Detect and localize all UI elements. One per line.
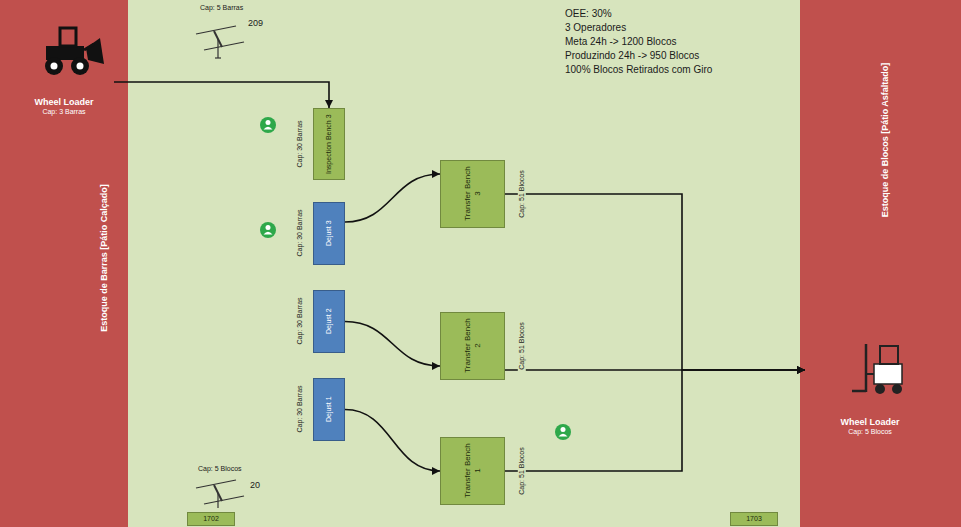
crane-hook: [215, 57, 221, 58]
kpi-note: 3 Operadores: [565, 22, 626, 34]
forklift-icon: [852, 344, 902, 394]
flow-arrow: [345, 410, 440, 472]
loader-wheel: [45, 57, 63, 75]
node-title: Transfer Bench 1: [463, 443, 482, 499]
flow-arrow: [505, 194, 805, 370]
marker-head: [266, 120, 271, 125]
transfer-bench: Transfer Bench 3: [440, 160, 505, 228]
area-tag: 1703: [730, 512, 778, 526]
crane-hook: [217, 493, 218, 508]
process-box: Dejust 1: [313, 378, 345, 441]
kpi-note: Produzindo 24h -> 950 Blocos: [565, 50, 699, 62]
storage-band: Estoque de Barras [Pátio Calçado] Wheel L…: [0, 0, 128, 527]
forklift-body: [874, 364, 902, 384]
capacity-label: Cap: 5 Blocos: [198, 465, 242, 473]
forklift-wheel: [875, 384, 885, 394]
node-title: 1703: [746, 515, 762, 523]
node-title: Dejust 1: [325, 397, 333, 423]
node-title: Dejust 3: [325, 221, 333, 247]
crane-rail: [204, 42, 244, 50]
forklift-cab: [880, 346, 898, 364]
loader-wheel: [71, 57, 89, 75]
node-title: Wheel Loader: [840, 417, 899, 428]
loader-hub: [77, 63, 84, 70]
crane-rail: [204, 496, 244, 504]
node-title: Dejust 2: [325, 309, 333, 335]
flow-arrow: [345, 322, 440, 367]
forklift-link: [866, 373, 874, 375]
node-title: 1702: [203, 515, 219, 523]
kpi-note: Meta 24h -> 1200 Blocos: [565, 36, 676, 48]
marker-disc: [260, 222, 276, 238]
inspection-bench: Inspection Bench 3: [313, 108, 345, 180]
node-title: Estoque de Blocos [Pátio Asfaltado]: [880, 60, 891, 220]
loader-hub: [51, 63, 58, 70]
crane-icon: [196, 26, 244, 58]
marker-body: [264, 127, 273, 130]
equipment-number: 20: [250, 480, 260, 491]
marker-disc: [260, 117, 276, 133]
crane-hook: [217, 39, 218, 58]
marker-head: [561, 427, 566, 432]
wheel-loader-icon: [45, 28, 104, 75]
node-title: Estoque de Barras [Pátio Calçado]: [99, 183, 110, 333]
capacity-label: Cap: 51 Blocos: [518, 168, 526, 219]
marker-body: [559, 434, 568, 437]
forklift-fork: [852, 390, 866, 393]
kpi-note: OEE: 30%: [565, 8, 612, 20]
node-detail: Cap: 5 Blocos: [848, 428, 892, 436]
flow-arrow: [505, 370, 805, 471]
wheel-loader: Wheel LoaderCap: 5 Blocos: [805, 340, 935, 440]
process-box: Dejust 3: [313, 202, 345, 265]
capacity-label: Cap: 5 Barras: [200, 4, 243, 12]
operator-marker: [555, 424, 571, 440]
capacity-label: Cap: 51 Blocos: [518, 320, 526, 371]
node-title: Transfer Bench 3: [463, 166, 482, 222]
storage-band: Estoque de Blocos [Pátio Asfaltado] Wheel…: [800, 0, 961, 527]
operator-marker: [260, 117, 276, 133]
node-detail: Cap: 3 Barras: [42, 108, 85, 116]
capacity-label: Cap: 30 Barras: [296, 385, 304, 432]
capacity-label: Cap: 30 Barras: [296, 120, 304, 167]
loader-bucket: [86, 38, 104, 64]
capacity-label: Cap: 51 Blocos: [518, 445, 526, 496]
capacity-label: Cap: 30 Barras: [296, 297, 304, 344]
flow-arrow: [345, 174, 440, 222]
kpi-note: 100% Blocos Retirados com Giro: [565, 64, 712, 76]
marker-head: [266, 225, 271, 230]
transfer-bench: Transfer Bench 1: [440, 437, 505, 505]
flow-arrow: [114, 82, 329, 108]
forklift-mast: [865, 344, 868, 392]
process-box: Dejust 2: [313, 290, 345, 353]
node-title: Wheel Loader: [34, 97, 93, 108]
transfer-bench: Transfer Bench 2: [440, 312, 505, 380]
wheel-loader: Wheel LoaderCap: 3 Barras: [14, 20, 114, 120]
equipment-number: 209: [248, 18, 263, 29]
node-title: Transfer Bench 2: [463, 318, 482, 374]
loader-arm: [84, 44, 94, 50]
marker-body: [264, 232, 273, 235]
marker-disc: [555, 424, 571, 440]
area-tag: 1702: [187, 512, 235, 526]
node-title: Inspection Bench 3: [325, 114, 333, 174]
forklift-wheel: [892, 384, 902, 394]
capacity-label: Cap: 30 Barras: [296, 209, 304, 256]
loader-cab: [60, 28, 76, 46]
operator-marker: [260, 222, 276, 238]
crane-icon: [196, 480, 244, 508]
